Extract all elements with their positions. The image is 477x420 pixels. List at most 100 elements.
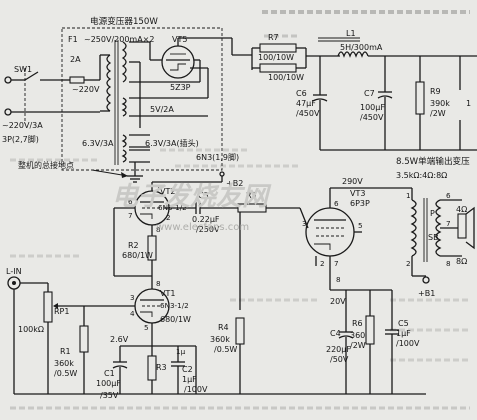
vt3-pin-7: 7	[334, 259, 339, 268]
c7-value: 100μF	[360, 103, 385, 112]
vt2-pin-8: 8	[156, 225, 161, 234]
mains-terminal-bottom	[4, 108, 12, 116]
c7-label: C7	[364, 89, 375, 98]
r6-value: 360	[350, 331, 365, 340]
vt3-pin-3: 3	[302, 219, 307, 228]
c2-voltage: /100V	[184, 385, 208, 394]
vt2-pin-7: 7	[128, 211, 133, 220]
rect-tube-label: VT5	[172, 35, 187, 44]
r2-value: 680/1W	[122, 251, 153, 260]
rect-fil-winding	[121, 97, 127, 117]
rectifier-tube-vt5	[161, 45, 195, 79]
out-4-label: 4Ω	[456, 205, 467, 214]
r4-power: /0.5W	[214, 345, 237, 354]
transformer-frame	[61, 27, 223, 171]
ot-pin-2: 2	[406, 259, 411, 268]
vt3-label: VT3	[350, 189, 365, 198]
output-transformer-secondary	[435, 199, 442, 257]
c2-value: 1μF	[182, 375, 197, 384]
vt2-pin-6: 6	[128, 197, 133, 206]
primary-winding	[106, 54, 112, 112]
c1-label: C1	[104, 369, 115, 378]
vt3-pin-8: 8	[336, 275, 341, 284]
r5-label: R5	[246, 191, 257, 200]
c7-voltage: /450V	[360, 113, 384, 122]
r2-label: R2	[128, 241, 139, 250]
rect-type-label: 5Z3P	[170, 83, 191, 92]
resistor-r6	[365, 315, 375, 345]
c3-voltage: /250V	[196, 225, 220, 234]
transformer-title: 电源变压器150W	[90, 15, 158, 27]
mains-input-label: ~220V/3A	[2, 121, 43, 130]
c3-label: C3	[198, 191, 209, 200]
b1-terminal	[422, 276, 430, 284]
ot-pin-8: 8	[446, 259, 451, 268]
b2-label: +B2	[226, 179, 243, 188]
r-cut-label: 1	[466, 99, 471, 108]
watermark-cn: 电子发烧友网	[112, 182, 272, 212]
r4-value: 360k	[210, 335, 230, 344]
power-supply-section	[4, 27, 477, 183]
vt2-type: 6N3-1/2	[158, 203, 187, 212]
v20-label: 20V	[330, 297, 346, 306]
c6-voltage: /450V	[296, 109, 320, 118]
c4-label: C4	[330, 329, 341, 338]
fil-63-label-b: 6.3V/3A(插头)	[145, 138, 199, 148]
ground-note: 整机的总接地点	[18, 160, 74, 170]
resistor-r4	[235, 317, 245, 345]
b1-label: +B1	[418, 289, 435, 298]
r7-value: 100/10W	[258, 53, 294, 62]
switch-label: SW1	[14, 65, 32, 74]
resistor-r7	[259, 43, 297, 53]
fuse-label: F1	[68, 35, 78, 44]
c1-value: 100μF	[96, 379, 121, 388]
primary-voltage-label: ~220V	[72, 85, 100, 94]
vt3-pin-2: 2	[320, 259, 325, 268]
speaker	[457, 213, 467, 239]
amplifier-section	[7, 171, 475, 395]
out-8-label: 8Ω	[456, 257, 467, 266]
vt1-res: 680/1W	[160, 315, 191, 324]
r9-label: R9	[430, 87, 441, 96]
rp1-value: 100kΩ	[18, 325, 44, 334]
watermark: 电子发烧友网 www.elecfans.com	[112, 182, 272, 233]
rp1-label: RP1	[54, 307, 69, 316]
fuse-rating: 2A	[70, 55, 81, 64]
r4-label: R4	[218, 323, 229, 332]
fil-winding-a	[121, 134, 127, 148]
c3-value: 0.22μF	[192, 215, 220, 224]
resistor-r1	[79, 325, 89, 353]
input-label: L-IN	[6, 267, 22, 276]
potentiometer-rp1	[43, 291, 53, 323]
r3-label: R3	[156, 363, 167, 372]
vt1-pin-8: 8	[156, 279, 161, 288]
r1-label: R1	[60, 347, 71, 356]
vt1-label: VT1	[160, 289, 175, 298]
vt3-type: 6P3P	[350, 199, 370, 208]
out-p-label: P	[430, 209, 435, 218]
background-page-text	[10, 0, 477, 410]
c5-label: C5	[398, 319, 409, 328]
r8-value: 100/10W	[268, 73, 304, 82]
mains-terminal-top	[4, 76, 12, 84]
l1-label: L1	[346, 29, 356, 38]
output-transformer-primary	[410, 199, 417, 257]
c2-label: C2	[182, 365, 193, 374]
fil-winding-b	[121, 149, 127, 163]
ot-pin-1: 1	[406, 191, 411, 200]
vt2-label: VT2	[160, 187, 175, 196]
resistor-r9	[415, 81, 425, 115]
vt3-pin-5: 5	[358, 221, 363, 230]
vt1-type: 6N3-1/2	[160, 301, 189, 310]
r9-value: 390k	[430, 99, 450, 108]
c4-voltage: /50V	[330, 355, 349, 364]
vt1-pin-4: 4	[130, 309, 135, 318]
c6-value: 47μF	[296, 99, 316, 108]
hv-winding	[121, 41, 127, 83]
v290-label: 290V	[342, 177, 363, 186]
vt2-pin-2: 2	[166, 213, 171, 222]
r9-power: /2W	[430, 109, 446, 118]
r1-power: /0.5W	[54, 369, 77, 378]
watermark-url: www.elecfans.com	[156, 222, 249, 233]
